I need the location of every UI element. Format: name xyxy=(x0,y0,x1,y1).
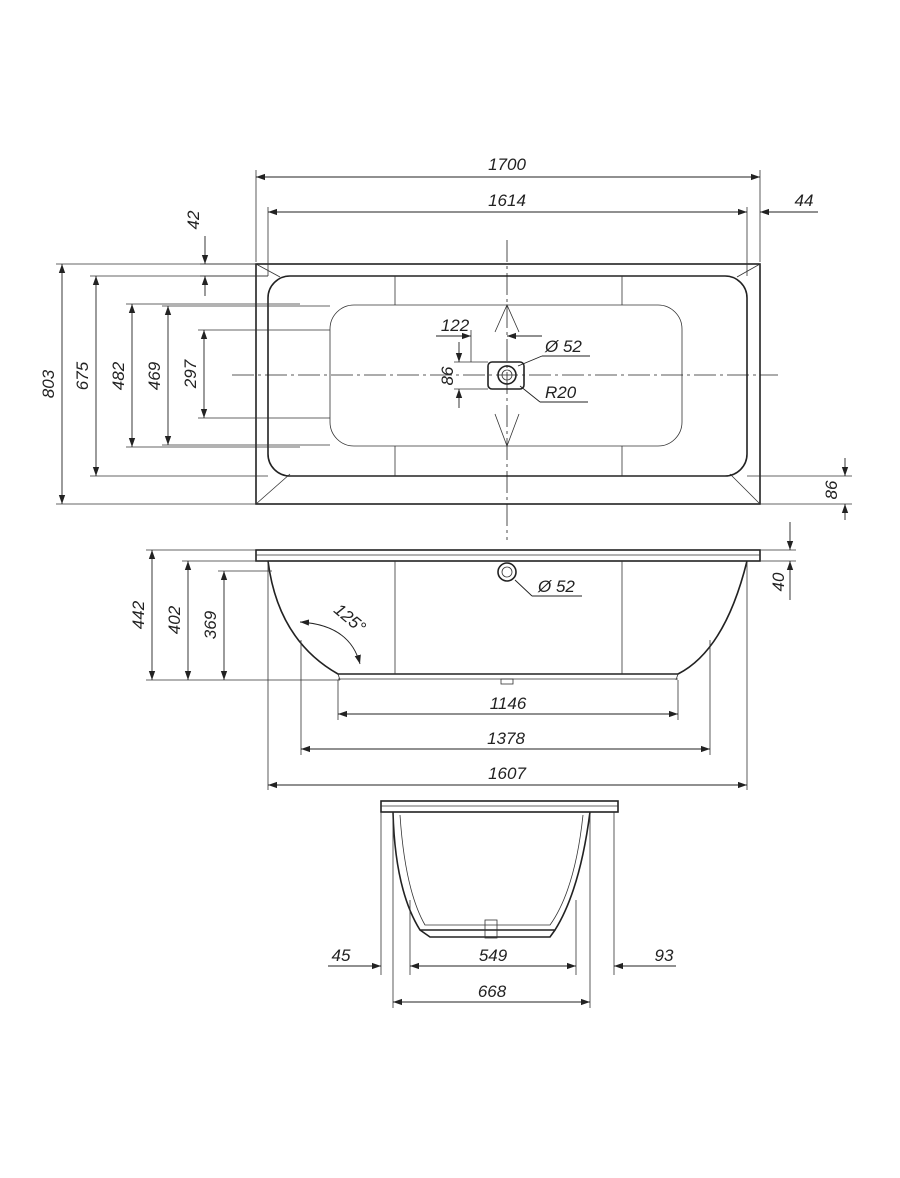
leader-line xyxy=(519,385,541,403)
dim-label-45: 45 xyxy=(332,946,351,965)
dim-label-1700: 1700 xyxy=(488,155,526,174)
dim-label-overflow-diameter: Ø 52 xyxy=(537,577,575,596)
dim-label-drain-radius: R20 xyxy=(545,383,577,402)
drain-hole-inner xyxy=(501,369,513,381)
dim-label-668: 668 xyxy=(478,982,507,1001)
dim-label-1614: 1614 xyxy=(488,191,526,210)
dim-label-482: 482 xyxy=(109,361,128,390)
end-tub-inner xyxy=(399,814,584,926)
dim-label-drain-height: 86 xyxy=(438,366,457,385)
top-bevel-br xyxy=(729,473,761,505)
dim-label-1607: 1607 xyxy=(488,764,526,783)
end-view xyxy=(380,800,619,939)
top-basin-floor xyxy=(329,304,683,447)
dim-label-1146: 1146 xyxy=(490,694,527,713)
dim-label-drain-diameter: Ø 52 xyxy=(544,337,582,356)
angle-arc-125 xyxy=(299,619,361,665)
top-bevel-tr xyxy=(736,263,761,278)
side-rim xyxy=(255,549,761,562)
leader-line xyxy=(514,579,533,597)
dim-label-rim-right: 86 xyxy=(822,480,841,499)
drain-hole xyxy=(497,365,517,385)
dim-label-469: 469 xyxy=(145,361,164,390)
dim-label-1378: 1378 xyxy=(487,729,525,748)
dim-label-42: 42 xyxy=(184,210,203,229)
top-bevel-bl xyxy=(255,473,291,505)
top-outer-rim xyxy=(255,263,761,505)
overflow-hole xyxy=(497,562,517,582)
side-view-dimensions: Ø 52 125° 40 442 402 369 1146 1378 xyxy=(129,522,796,790)
top-inner-basin xyxy=(267,275,748,477)
end-tub-foot xyxy=(419,929,556,938)
top-view xyxy=(232,240,778,540)
dim-label-297: 297 xyxy=(181,359,200,389)
side-view xyxy=(255,549,761,685)
dim-label-93: 93 xyxy=(655,946,674,965)
end-drain xyxy=(484,919,498,939)
end-rim xyxy=(380,800,619,813)
dim-label-402: 402 xyxy=(165,605,184,634)
leader-line xyxy=(517,355,543,367)
dim-label-675: 675 xyxy=(73,361,92,390)
dim-label-122: 122 xyxy=(441,316,470,335)
drain-outlet xyxy=(487,361,525,390)
dim-label-rim-thickness: 40 xyxy=(769,572,788,591)
dim-label-369: 369 xyxy=(201,610,220,639)
dim-label-549: 549 xyxy=(479,946,508,965)
top-view-dimensions: 1700 1614 44 42 803 675 482 469 xyxy=(39,155,852,520)
dim-label-803: 803 xyxy=(39,369,58,398)
top-slope-ridge xyxy=(494,304,520,333)
end-tub-body xyxy=(392,811,591,931)
end-view-dimensions: 45 549 93 668 xyxy=(328,812,676,1008)
side-tub-body xyxy=(267,560,748,675)
dim-label-442: 442 xyxy=(129,600,148,629)
dim-label-44: 44 xyxy=(795,191,814,210)
